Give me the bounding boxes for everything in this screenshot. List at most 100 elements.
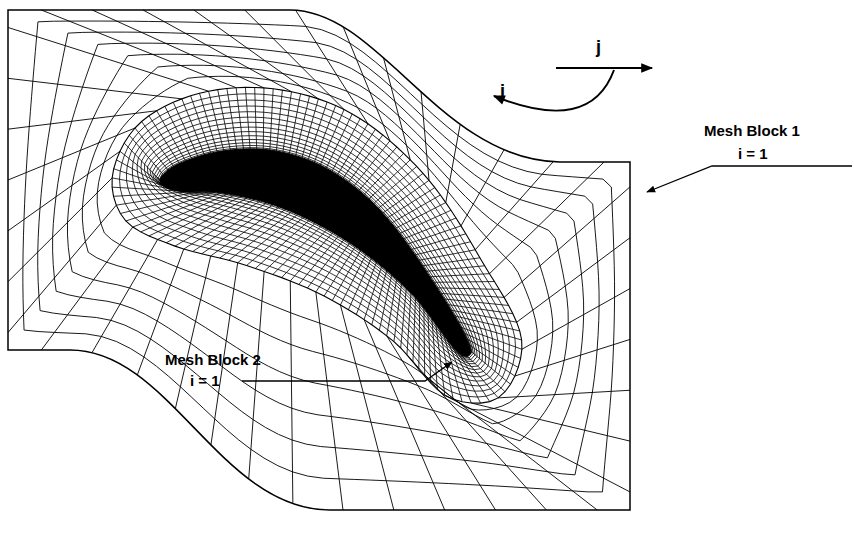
- grid-line: [255, 220, 309, 268]
- grid-line: [425, 376, 598, 510]
- grid-line: [432, 319, 438, 390]
- grid-line: [273, 226, 321, 274]
- grid-line: [120, 94, 516, 397]
- grid-line: [236, 88, 243, 149]
- grid-line: [387, 188, 435, 218]
- grid-line: [132, 106, 503, 386]
- grid-line: [426, 266, 484, 272]
- grid-line: [302, 99, 318, 158]
- grid-line: [434, 281, 495, 283]
- grid-line: [97, 76, 537, 410]
- grid-line: [418, 303, 420, 369]
- grid-line: [152, 136, 479, 364]
- grid-line: [194, 10, 318, 99]
- grid-line: [249, 271, 264, 479]
- grid-line: [421, 92, 429, 180]
- grid-line: [255, 87, 257, 148]
- grid-line: [92, 10, 264, 88]
- grid-line: [296, 96, 310, 155]
- grid-line: [202, 205, 273, 254]
- grid-line: [383, 58, 410, 160]
- grid-line: [408, 226, 461, 244]
- grid-line: [383, 180, 429, 213]
- grid-line: [517, 238, 630, 322]
- grid-line: [464, 333, 520, 358]
- grid-line: [270, 89, 273, 150]
- grid-line: [158, 196, 241, 239]
- grid-line: [296, 10, 368, 124]
- grid-line: [227, 88, 237, 149]
- grid-line: [471, 352, 510, 385]
- grid-line: [324, 247, 355, 297]
- grid-line: [38, 32, 599, 475]
- grid-line: [343, 129, 375, 178]
- grid-line: [467, 356, 505, 392]
- grid-line: [378, 173, 423, 208]
- grid-line: [245, 87, 250, 148]
- grid-line: [471, 403, 630, 441]
- grid-line: [387, 336, 496, 510]
- grid-line: [141, 117, 494, 377]
- grid-line: [245, 10, 344, 110]
- grid-line: [475, 162, 553, 250]
- grid-line: [129, 135, 163, 174]
- grid-line: [372, 271, 387, 325]
- grid-line: [200, 93, 218, 152]
- grid-line: [387, 279, 397, 335]
- grid-line: [316, 243, 350, 292]
- grid-line: [289, 94, 300, 154]
- grid-line: [504, 187, 630, 298]
- grid-line: [299, 236, 339, 285]
- grid-line: [209, 91, 224, 151]
- grid-line: [135, 128, 168, 170]
- leader-line: [242, 362, 452, 381]
- grid-line: [238, 214, 298, 262]
- grid-line: [307, 239, 344, 288]
- grid-line: [444, 299, 508, 305]
- grid-line: [276, 90, 282, 151]
- grid-line: [445, 395, 630, 492]
- grid-line: [441, 293, 504, 297]
- grid-line: [149, 116, 180, 164]
- grid-line: [290, 232, 333, 280]
- grid-line: [283, 92, 292, 153]
- grid-line: [470, 345, 515, 376]
- i-direction-arrow: [494, 70, 614, 111]
- grid-line: [282, 229, 328, 277]
- grid-line: [191, 96, 211, 153]
- grid-line: [407, 293, 411, 355]
- j-direction-arrow: [556, 67, 652, 69]
- grid-line: [522, 289, 630, 350]
- grid-line: [182, 99, 205, 155]
- grid-line: [515, 339, 630, 376]
- grid-line: [41, 227, 132, 350]
- grid-line: [354, 141, 390, 186]
- grid-line: [92, 239, 158, 352]
- grid-line: [143, 10, 291, 92]
- grid-line: [401, 288, 407, 348]
- grid-line: [263, 88, 265, 149]
- direction-label: j: [596, 38, 601, 58]
- grid-line: [437, 288, 499, 290]
- grid-line: [379, 275, 391, 330]
- grid-line: [364, 153, 404, 194]
- grid-line: [394, 284, 402, 342]
- grid-line: [8, 151, 120, 231]
- grid-line: [338, 124, 368, 175]
- direction-label: i: [500, 82, 505, 102]
- grid-line: [166, 198, 247, 243]
- grid-line: [124, 143, 160, 180]
- grid-line: [458, 322, 522, 340]
- grid-line: [264, 223, 315, 271]
- grid-line: [396, 203, 446, 229]
- grid-line: [411, 234, 465, 250]
- grid-line: [316, 292, 343, 510]
- grid-line: [23, 21, 615, 492]
- grid-line: [359, 147, 397, 190]
- grid-line: [364, 320, 445, 510]
- grid-line: [364, 266, 382, 319]
- grid-line: [332, 119, 360, 172]
- grid-line: [41, 10, 236, 88]
- index-label: i = 1: [738, 146, 768, 163]
- grid-line: [308, 102, 327, 160]
